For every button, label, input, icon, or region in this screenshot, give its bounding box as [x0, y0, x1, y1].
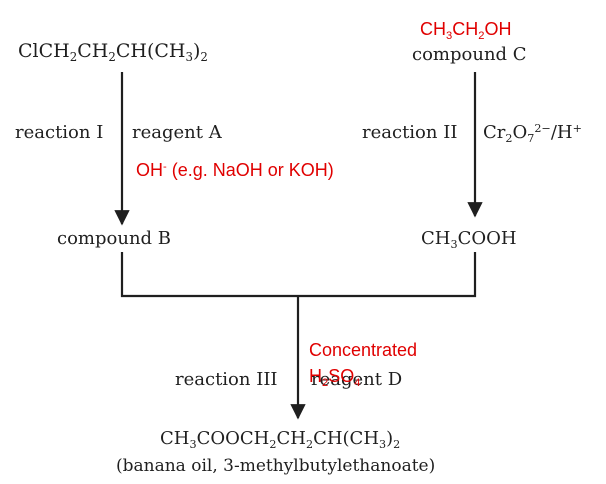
compound-c-formula: CH3CH2OH — [420, 19, 512, 42]
start-compound-formula: ClCH2CH2CH(CH3)2 — [18, 40, 208, 65]
product-formula: CH3COOCH2CH2CH(CH3)2 — [160, 428, 401, 451]
reaction-1-label: reaction I — [15, 122, 104, 143]
product-name: (banana oil, 3-methylbutylethanoate) — [116, 456, 436, 476]
acid-formula: CH3COOH — [421, 228, 517, 251]
reagent-d-answer-formula: H2SO4 — [309, 366, 361, 389]
reaction-2-label: reaction II — [362, 122, 458, 143]
reagent-a-answer: OH- (e.g. NaOH or KOH) — [136, 160, 334, 180]
reaction-2-reagent: Cr2O72−/H+ — [483, 121, 582, 145]
reagent-a-label: reagent A — [132, 122, 222, 143]
reagent-d-answer-line1: Concentrated — [309, 340, 418, 360]
reaction-3-label: reaction III — [175, 369, 278, 390]
compound-b-label: compound B — [57, 228, 172, 249]
join-bracket — [120, 252, 477, 298]
compound-c-label: compound C — [412, 44, 527, 65]
reagent-d-label: reagent D — [311, 369, 403, 390]
